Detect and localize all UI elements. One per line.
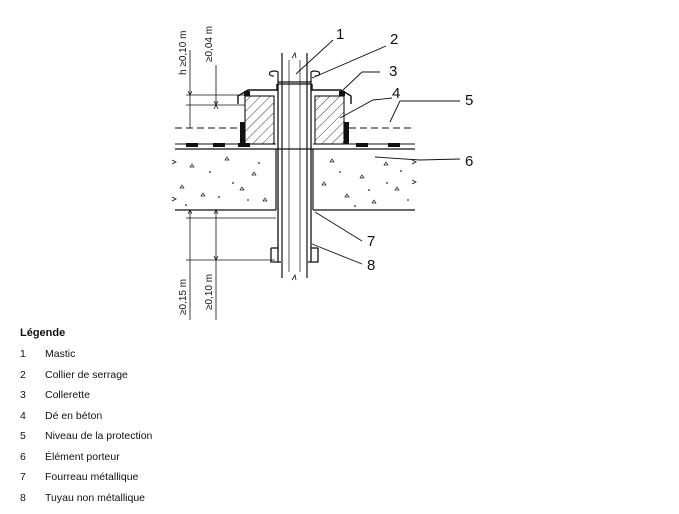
dimension-bottom-large: ≥0,15 m xyxy=(178,279,189,315)
callout-4: 4 xyxy=(392,85,400,102)
pipe-penetration-detail-drawing: h ≥0,10 m ≥0,04 m ≥0,15 m ≥0,10 m 1 2 3 … xyxy=(171,26,473,320)
clamp-and-mastic xyxy=(268,70,321,85)
concrete-upstand xyxy=(240,95,349,145)
legend-item: 7 Fourreau métallique xyxy=(20,471,152,492)
legend-item: 4 Dé en béton xyxy=(20,410,152,431)
legend-number: 4 xyxy=(20,409,26,422)
legend-label: Élément porteur xyxy=(45,450,120,463)
legend-label: Mastic xyxy=(45,348,76,360)
legend-label: Niveau de la protection xyxy=(45,430,153,442)
callout-6: 6 xyxy=(465,153,473,170)
legend-item: 5 Niveau de la protection xyxy=(20,430,152,451)
non-metallic-pipe xyxy=(281,51,308,281)
callout-leaders xyxy=(295,39,461,265)
callout-8: 8 xyxy=(367,257,375,274)
dimension-lines xyxy=(186,50,276,320)
callout-2: 2 xyxy=(390,31,398,48)
legend-number: 6 xyxy=(20,450,26,463)
membrane-layer xyxy=(175,143,415,147)
dimension-top-h: h ≥0,10 m xyxy=(178,31,189,75)
structural-slab xyxy=(171,148,417,211)
legend-item: 8 Tuyau non métallique xyxy=(20,492,152,513)
legend-number: 8 xyxy=(20,491,26,504)
legend-number: 5 xyxy=(20,430,26,442)
legend-item: 2 Collier de serrage xyxy=(20,369,152,390)
legend-label: Dé en béton xyxy=(45,409,103,422)
legend-number: 7 xyxy=(20,471,26,483)
legend-item: 1 Mastic xyxy=(20,348,152,369)
dimension-bottom-small: ≥0,10 m xyxy=(204,274,215,310)
callout-3: 3 xyxy=(389,63,397,80)
callout-1: 1 xyxy=(336,26,344,43)
legend-label: Collier de serrage xyxy=(45,368,128,381)
legend-item: 6 Élément porteur xyxy=(20,451,152,472)
legend-title: Légende xyxy=(20,327,66,339)
legend-label: Tuyau non métallique xyxy=(45,491,146,504)
legend-label: Collerette xyxy=(45,389,90,401)
callout-7: 7 xyxy=(367,233,375,250)
metallic-sleeve xyxy=(270,80,319,263)
legend-label: Fourreau métallique xyxy=(45,471,139,483)
callout-5: 5 xyxy=(465,92,473,109)
dimension-top-small: ≥0,04 m xyxy=(204,26,215,62)
legend-number: 3 xyxy=(20,389,26,401)
legend-item: 3 Collerette xyxy=(20,389,152,410)
collar-flashing xyxy=(237,84,352,104)
legend-number: 1 xyxy=(20,348,26,360)
legend-number: 2 xyxy=(20,368,26,381)
